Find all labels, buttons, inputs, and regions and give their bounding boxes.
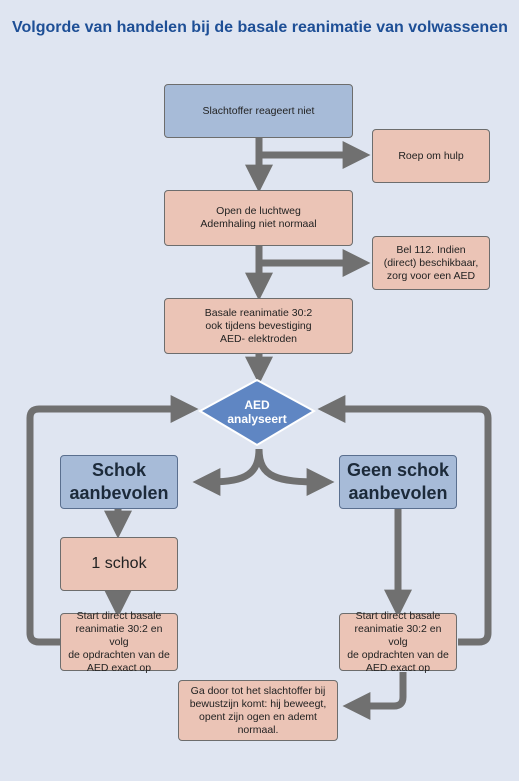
node-open-de-luchtweg: Open de luchtweg Ademhaling niet normaal [164, 190, 353, 246]
arrow-loop-left [26, 395, 199, 646]
node-roep-om-hulp: Roep om hulp [372, 129, 490, 183]
arrow-to-schok [192, 448, 263, 496]
node-slachtoffer-reageert-niet: Slachtoffer reageert niet [164, 84, 353, 138]
aed-diamond [197, 378, 317, 447]
arrow-loop-right [317, 395, 492, 646]
node-een-schok: 1 schok [60, 537, 178, 591]
arrow-to-ga-door [342, 672, 407, 720]
node-geen-schok-aanbevolen: Geen schok aanbevolen [339, 455, 457, 509]
node-basale-reanimatie: Basale reanimatie 30:2 ook tijdens beves… [164, 298, 353, 354]
node-bel-112: Bel 112. Indien (direct) beschikbaar, zo… [372, 236, 490, 290]
node-start-basale-right: Start direct basale reanimatie 30:2 en v… [339, 610, 457, 674]
node-aed-analyseert: AED analyseert [227, 398, 287, 426]
node-start-basale-left: Start direct basale reanimatie 30:2 en v… [60, 610, 178, 674]
node-ga-door: Ga door tot het slachtoffer bij bewustzi… [178, 680, 338, 741]
page-title: Volgorde van handelen bij de basale rean… [12, 19, 508, 36]
arrow-to-geen-schok [255, 448, 335, 496]
node-schok-aanbevolen: Schok aanbevolen [60, 455, 178, 509]
